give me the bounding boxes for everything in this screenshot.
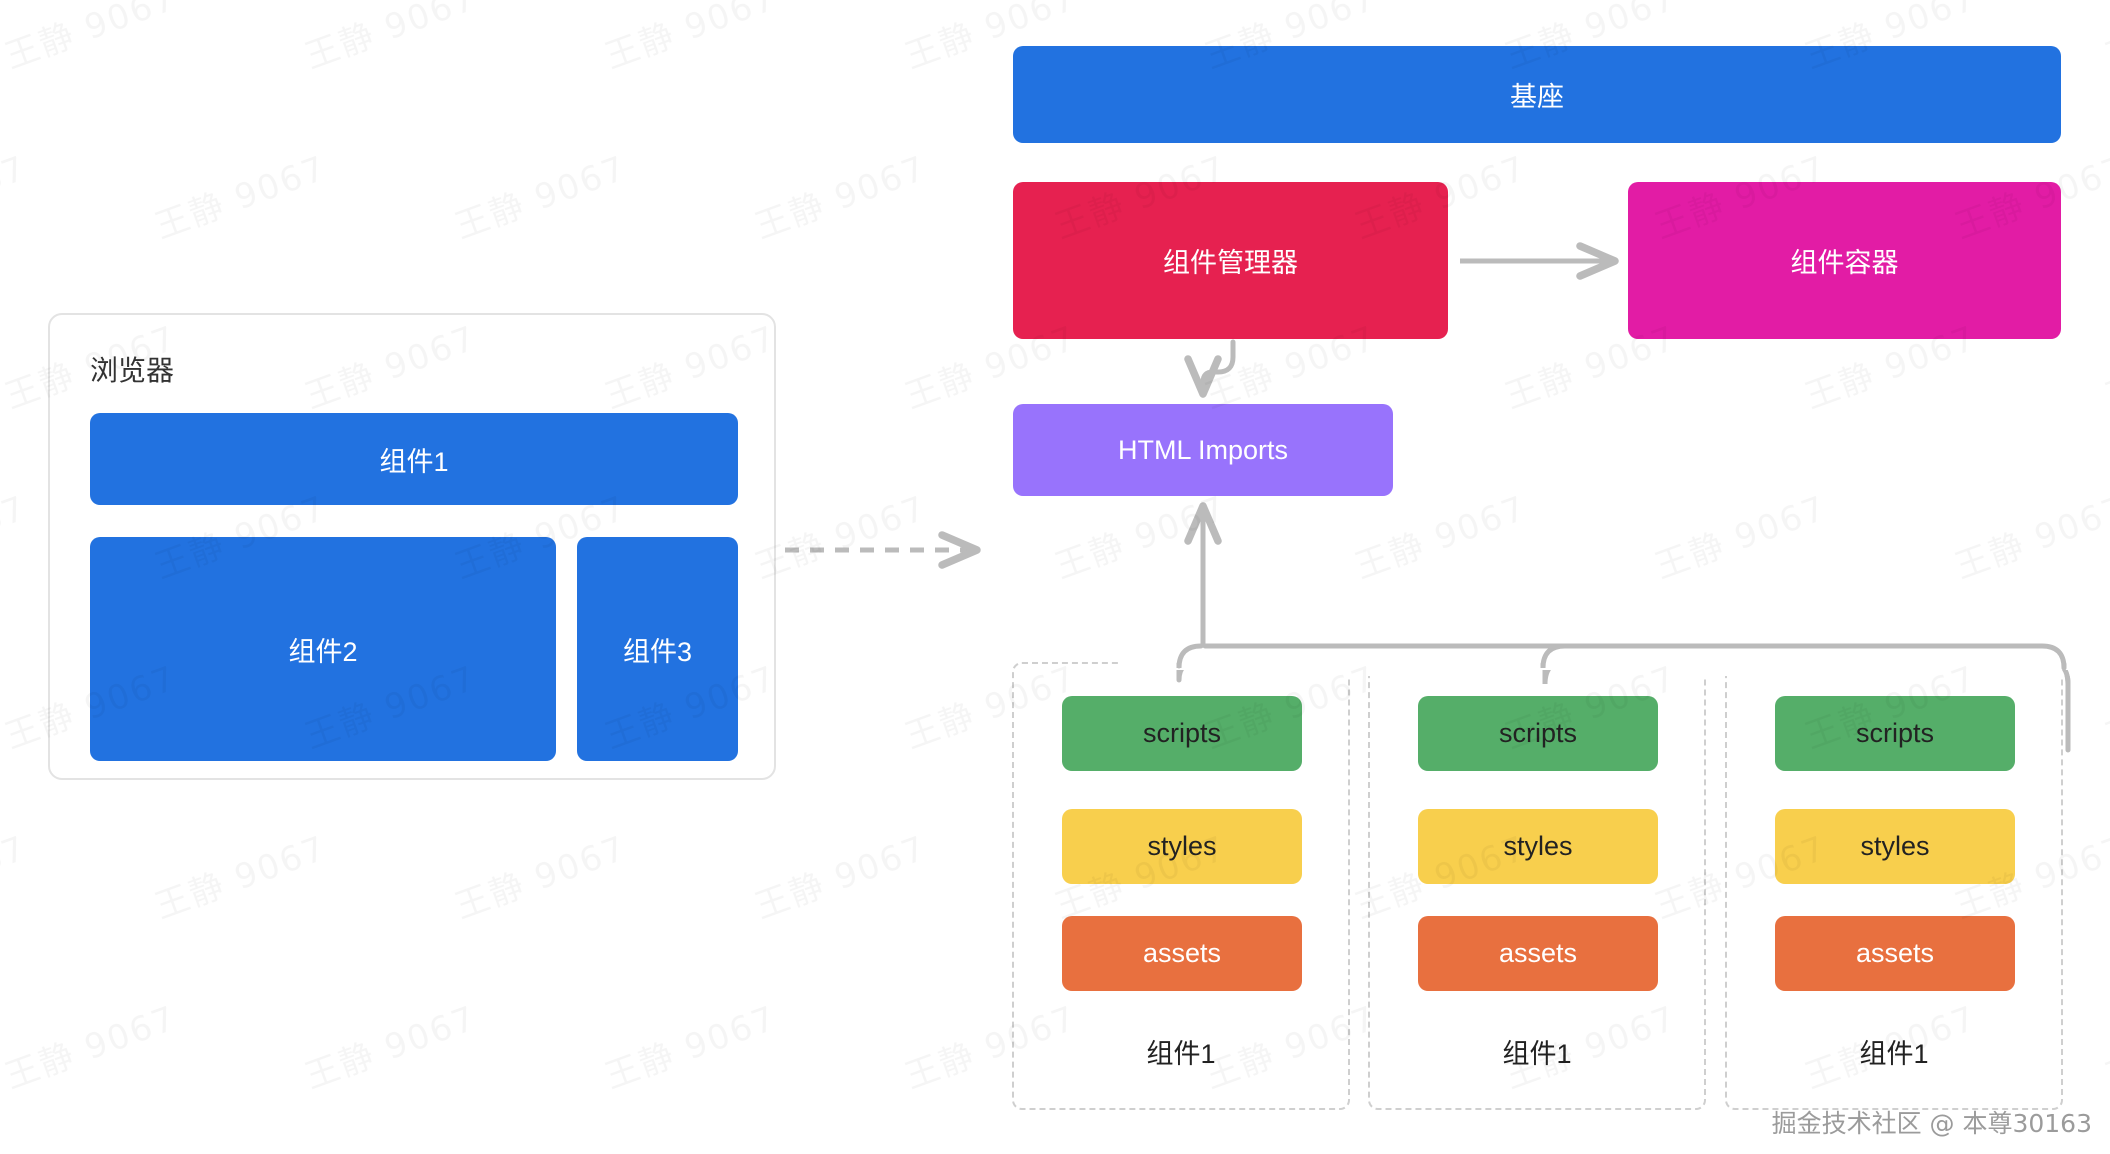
- watermark-text: 王静 9067: [0, 481, 32, 588]
- watermark-text: 王静 9067: [2097, 0, 2110, 78]
- watermark-text: 王静 9067: [2097, 311, 2110, 418]
- watermark-text: 王静 9067: [747, 821, 932, 928]
- watermark-text: 王静 9067: [2097, 991, 2110, 1098]
- browser-block-component-3-label: 组件3: [622, 636, 693, 667]
- browser-block-component-3[interactable]: 组件3: [577, 537, 738, 761]
- watermark-text: 王静 9067: [1647, 481, 1832, 588]
- browser-panel: 浏览器 组件1 组件2 组件3: [48, 313, 776, 780]
- watermark-text: 王静 9067: [297, 991, 482, 1098]
- fork-leg-left: [1176, 599, 1206, 665]
- component-group-1: scripts styles assets 组件1: [1012, 662, 1350, 1110]
- platform-box-label: 基座: [1510, 82, 1564, 112]
- footer-credit: 掘金技术社区 @ 本尊30163: [1771, 1109, 2092, 1138]
- watermark-text: 王静 9067: [1047, 481, 1232, 588]
- group-3-assets-box[interactable]: assets: [1775, 916, 2015, 991]
- group-1-scripts-box[interactable]: scripts: [1062, 696, 1302, 771]
- group-1-assets-box[interactable]: assets: [1062, 916, 1302, 991]
- browser-block-component-2-label: 组件2: [288, 636, 358, 667]
- component-manager-box[interactable]: 组件管理器: [1013, 182, 1448, 339]
- group-3-scripts-label: scripts: [1855, 718, 1934, 748]
- watermark-text: 王静 9067: [447, 141, 632, 248]
- group-2-styles-label: styles: [1503, 831, 1573, 861]
- group-1-styles-box[interactable]: styles: [1062, 809, 1302, 884]
- group-2-scripts-box[interactable]: scripts: [1418, 696, 1658, 771]
- group-3-assets-label: assets: [1855, 938, 1935, 968]
- group-2-assets-box[interactable]: assets: [1418, 916, 1658, 991]
- group-2-assets-label: assets: [1498, 938, 1578, 968]
- browser-panel-title: 浏览器: [90, 355, 175, 386]
- component-manager-box-label: 组件管理器: [1163, 248, 1298, 278]
- watermark-text: 王静 9067: [597, 991, 782, 1098]
- watermark-text: 王静 9067: [747, 141, 932, 248]
- manager-to-imports-arrow: [1184, 339, 1236, 398]
- group-1-branch: [1176, 597, 1206, 665]
- watermark-text: 王静 9067: [0, 991, 182, 1098]
- component-group-2-label: 组件1: [1502, 1039, 1572, 1069]
- component-group-3-label: 组件1: [1859, 1039, 1929, 1069]
- group-1-assets-label: assets: [1142, 938, 1222, 968]
- platform-box[interactable]: 基座: [1013, 46, 2061, 143]
- group-2-scripts-label: scripts: [1498, 718, 1577, 748]
- watermark-text: 王静 9067: [0, 821, 32, 928]
- group-3-scripts-box[interactable]: scripts: [1775, 696, 2015, 771]
- html-imports-box[interactable]: HTML Imports: [1013, 404, 1393, 496]
- browser-block-component-2[interactable]: 组件2: [90, 537, 556, 761]
- browser-block-component-1[interactable]: 组件1: [90, 413, 738, 505]
- component-container-box-label: 组件容器: [1790, 248, 1899, 278]
- browser-block-component-1-label: 组件1: [379, 446, 449, 477]
- watermark-text: 王静 9067: [2097, 651, 2110, 758]
- html-imports-box-label: HTML Imports: [1117, 434, 1288, 465]
- watermark-text: 王静 9067: [447, 821, 632, 928]
- watermark-text: 王静 9067: [1347, 481, 1532, 588]
- group-1-styles-label: styles: [1147, 831, 1217, 861]
- watermark-text: 王静 9067: [147, 141, 332, 248]
- watermark-text: 王静 9067: [0, 0, 182, 78]
- group-3-styles-label: styles: [1860, 831, 1930, 861]
- component-container-box[interactable]: 组件容器: [1628, 182, 2061, 339]
- component-group-2: scripts styles assets 组件1: [1368, 662, 1706, 1110]
- watermark-text: 王静 9067: [297, 0, 482, 78]
- group-3-styles-box[interactable]: styles: [1775, 809, 2015, 884]
- component-group-3: scripts styles assets 组件1: [1725, 662, 2063, 1110]
- watermark-text: 王静 9067: [147, 821, 332, 928]
- watermark-text: 王静 9067: [1947, 481, 2110, 588]
- watermark-text: 王静 9067: [597, 0, 782, 78]
- watermark-text: 王静 9067: [0, 141, 32, 248]
- component-group-1-label: 组件1: [1146, 1039, 1216, 1069]
- group-1-scripts-label: scripts: [1142, 718, 1221, 748]
- group-2-styles-box[interactable]: styles: [1418, 809, 1658, 884]
